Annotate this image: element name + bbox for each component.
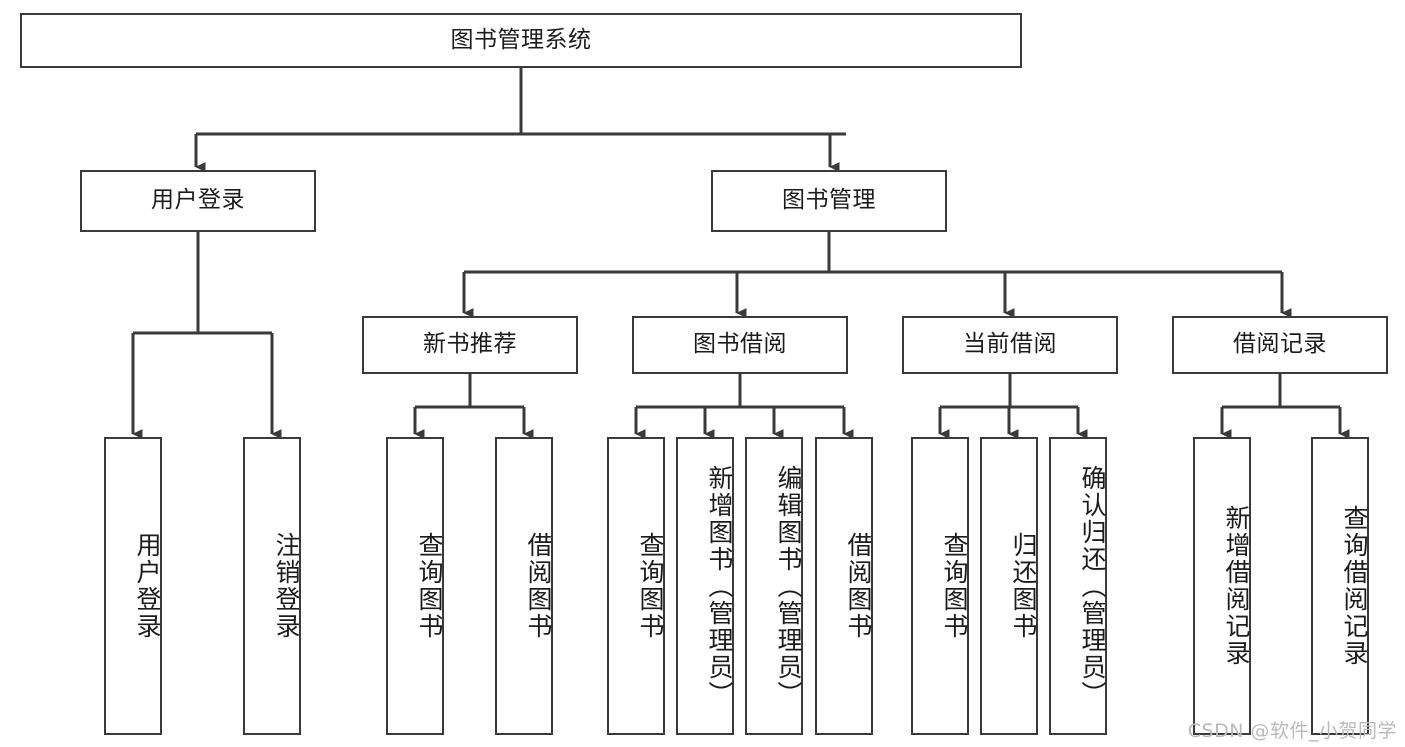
leaf-label: 新增图书（管理员） — [705, 464, 734, 708]
leaf-borrow-query-book[interactable]: 查询图书 — [607, 437, 665, 735]
leaf-borrow-borrow-book[interactable]: 借阅图书 — [815, 437, 873, 735]
node-book-borrow[interactable]: 图书借阅 — [632, 316, 848, 374]
leaf-borrow-edit-book[interactable]: 编辑图书（管理员） — [745, 437, 803, 735]
leaf-label: 归还图书 — [1009, 532, 1038, 640]
node-book-management[interactable]: 图书管理 — [711, 170, 947, 232]
leaf-label: 注销登录 — [272, 532, 301, 640]
leaf-label: 借阅图书 — [524, 532, 553, 640]
leaf-label: 确认归还（管理员） — [1078, 464, 1107, 708]
leaf-new-book-borrow[interactable]: 借阅图书 — [495, 437, 553, 735]
leaf-label: 查询图书 — [636, 532, 665, 640]
leaf-label: 用户登录 — [133, 532, 162, 640]
node-borrow-record[interactable]: 借阅记录 — [1172, 316, 1388, 374]
node-user-login[interactable]: 用户登录 — [80, 170, 316, 232]
leaf-current-query-book[interactable]: 查询图书 — [911, 437, 969, 735]
leaf-current-return-book[interactable]: 归还图书 — [980, 437, 1038, 735]
node-current-borrow[interactable]: 当前借阅 — [902, 316, 1118, 374]
node-root-system[interactable]: 图书管理系统 — [20, 13, 1022, 68]
node-new-book-recommend[interactable]: 新书推荐 — [362, 316, 578, 374]
leaf-label: 查询借阅记录 — [1340, 505, 1369, 667]
leaf-user-login-login[interactable]: 用户登录 — [104, 437, 162, 735]
leaf-label: 新增借阅记录 — [1222, 505, 1251, 667]
leaf-borrow-add-book[interactable]: 新增图书（管理员） — [676, 437, 734, 735]
leaf-user-login-logout[interactable]: 注销登录 — [243, 437, 301, 735]
csdn-watermark: CSDN @软件_小贺同学 — [1187, 720, 1397, 742]
leaf-label: 编辑图书（管理员） — [774, 464, 803, 708]
leaf-record-add[interactable]: 新增借阅记录 — [1193, 437, 1251, 735]
leaf-current-confirm-return[interactable]: 确认归还（管理员） — [1049, 437, 1107, 735]
leaf-new-book-query[interactable]: 查询图书 — [386, 437, 444, 735]
leaf-record-query[interactable]: 查询借阅记录 — [1311, 437, 1369, 735]
leaf-label: 查询图书 — [415, 532, 444, 640]
leaf-label: 借阅图书 — [844, 532, 873, 640]
leaf-label: 查询图书 — [940, 532, 969, 640]
